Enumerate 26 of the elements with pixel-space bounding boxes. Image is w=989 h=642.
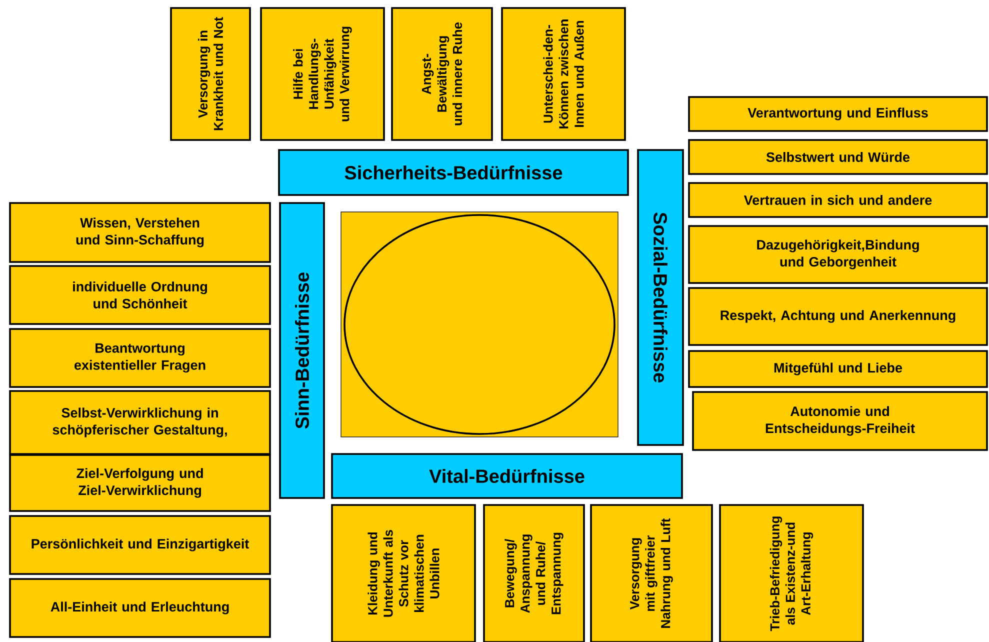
category-banner: Sicherheits-Bedürfnisse [278, 149, 629, 196]
category-banner: Sinn-Bedürfnisse [279, 202, 325, 499]
need-box: Ziel-Verfolgung und Ziel-Verwirklichung [9, 454, 271, 512]
need-box: Angst-Bewältigung und innere Ruhe [391, 7, 493, 141]
need-box: Versorgung in Krankheit und Not [170, 7, 251, 141]
category-banner: Sozial-Bedürfnisse [637, 149, 684, 446]
need-box: All-Einheit und Erleuchtung [9, 578, 271, 638]
need-box: Kleidung und Unterkunft als Schutz vor klimatischen Unbillen [331, 504, 476, 642]
category-banner: Vital-Bedürfnisse [331, 453, 683, 499]
need-box: Dazugehörigkeit,Bindung und Geborgenheit [688, 225, 988, 284]
need-box: Unterschei-den-Können zwischen Innen und Außen [501, 7, 626, 141]
need-box: Autonomie und Entscheidungs-Freiheit [692, 391, 988, 451]
need-box: Mitgefühl und Liebe [688, 350, 988, 388]
need-box: Versorgung mit giftfreier Nahrung und Luft [590, 504, 713, 642]
need-box: Persönlichkeit und Einzigartigkeit [9, 515, 271, 575]
need-box: Bewegung/ Anspannung und Ruhe/ Entspannung [483, 504, 585, 642]
need-box: Selbstwert und Würde [688, 139, 988, 175]
need-box: Wissen, Verstehen und Sinn-Schaffung [9, 202, 271, 263]
need-box: Beantwortung existentieller Fragen [9, 328, 271, 388]
need-box: Verantwortung und Einfluss [688, 96, 988, 132]
need-box: Trieb-Befriedigung als Existenz-und Art-Erhaltung [719, 504, 864, 642]
need-box: individuelle Ordnung und Schönheit [9, 265, 271, 325]
need-box: Selbst-Verwirklichung in schöpferischer Gestaltung, [9, 390, 271, 455]
need-box: Vertrauen in sich und andere [688, 182, 988, 218]
need-box: Hilfe bei Handlungs-Unfähigkeit und Verwirrung [260, 7, 385, 141]
need-box: Respekt, Achtung und Anerkennung [688, 287, 988, 346]
